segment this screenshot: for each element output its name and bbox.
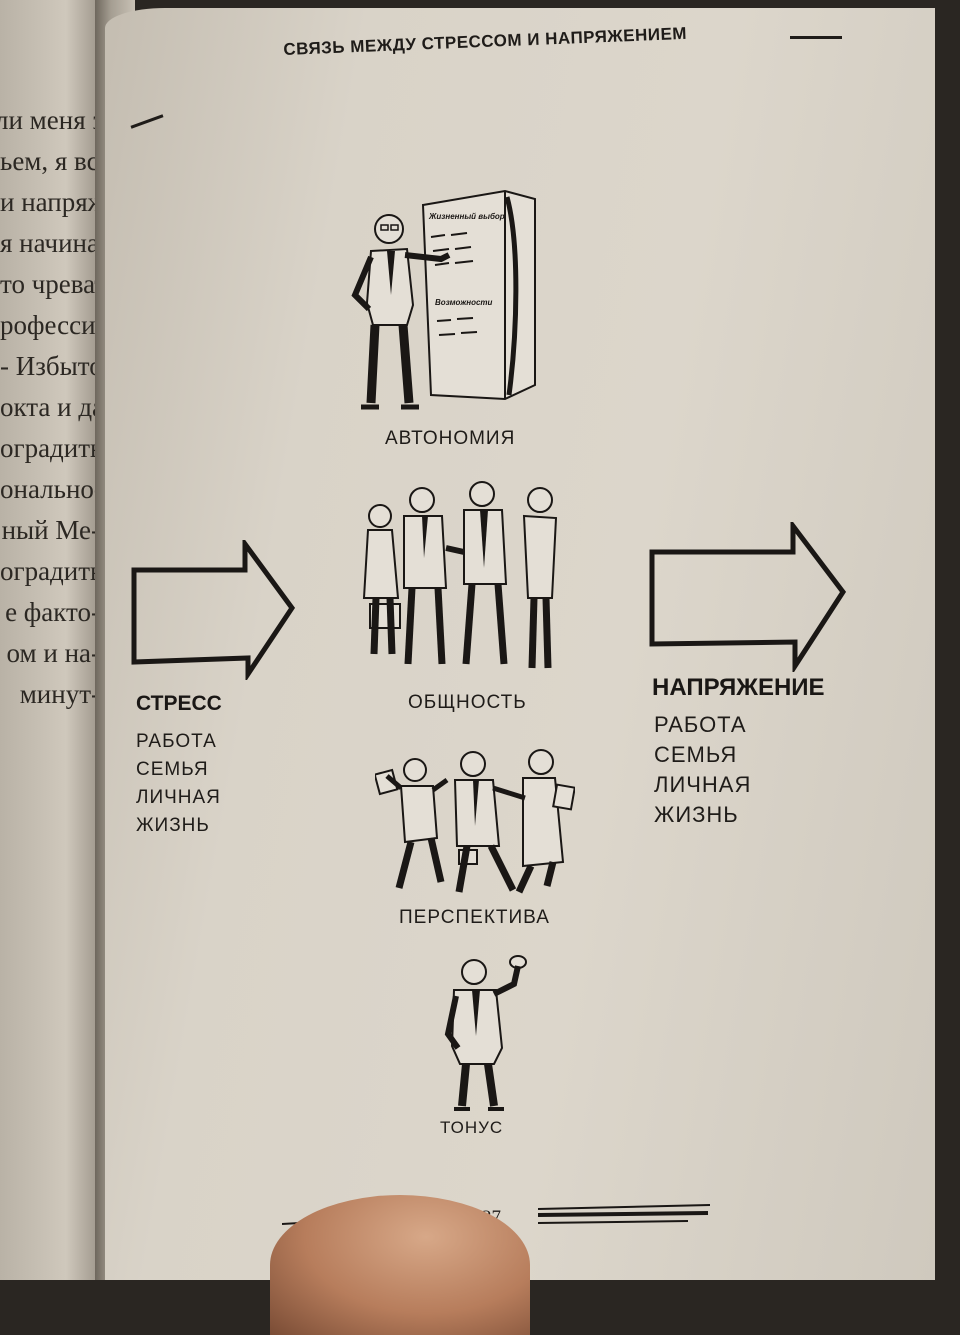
tension-list: РАБОТА СЕМЬЯ ЛИЧНАЯ ЖИЗНЬ xyxy=(654,710,751,830)
left-line: оградить xyxy=(0,556,103,586)
stress-arrow-icon xyxy=(131,540,296,680)
left-line: и напряже- xyxy=(0,187,110,217)
left-line: то чревато xyxy=(0,269,110,299)
left-line: е факто- xyxy=(5,597,100,627)
caption-perspective: ПЕРСПЕКТИВА xyxy=(399,907,550,928)
autonomy-illustration: Жизненный выбор Возможности xyxy=(351,189,536,410)
caption-tonus: ТОНУС xyxy=(440,1118,504,1137)
left-line: рофессио- xyxy=(0,310,110,340)
board-subtitle: Возможности xyxy=(435,298,493,307)
stress-item: РАБОТА xyxy=(136,731,217,752)
tension-heading: НАПРЯЖЕНИЕ xyxy=(652,674,825,701)
left-line: ный Ме- xyxy=(1,515,100,545)
stress-item: ЛИЧНАЯ xyxy=(136,787,221,808)
left-line: онально- xyxy=(0,474,103,504)
left-line: оградить xyxy=(0,433,103,463)
tension-arrow-icon xyxy=(649,522,847,672)
tension-item: ЛИЧНАЯ xyxy=(654,772,752,797)
left-line: минут- xyxy=(19,679,100,709)
tension-item: ЖИЗНЬ xyxy=(654,802,739,827)
left-line: я начинаю xyxy=(0,228,110,258)
tension-item: РАБОТА xyxy=(654,712,747,737)
footer-rule-right xyxy=(538,1204,711,1224)
left-line: ьем, я вспо- xyxy=(0,146,110,176)
tension-item: СЕМЬЯ xyxy=(654,742,738,767)
stress-list: РАБОТА СЕМЬЯ ЛИЧНАЯ ЖИЗНЬ xyxy=(136,728,221,840)
community-illustration xyxy=(362,481,558,669)
left-line: ом и на- xyxy=(6,638,100,668)
perspective-illustration xyxy=(375,749,575,894)
stress-heading: СТРЕСС xyxy=(136,692,222,715)
left-line: окта и да- xyxy=(0,392,110,422)
board-title: Жизненный выбор xyxy=(428,212,505,221)
left-page: ли меня за- ьем, я вспо- и напряже- я на… xyxy=(0,0,110,1280)
left-page-text: ли меня за- ьем, я вспо- и напряже- я на… xyxy=(0,100,110,715)
head-rule-right xyxy=(790,36,842,39)
left-line: - Избыток xyxy=(0,351,110,381)
thumb xyxy=(270,1195,530,1335)
stress-item: ЖИЗНЬ xyxy=(136,815,210,836)
stress-item: СЕМЬЯ xyxy=(136,759,209,780)
caption-autonomy: АВТОНОМИЯ xyxy=(385,428,516,449)
caption-community: ОБЩНОСТЬ xyxy=(408,692,527,713)
left-line: ли меня за- xyxy=(0,105,110,135)
tonus-illustration xyxy=(444,955,527,1111)
